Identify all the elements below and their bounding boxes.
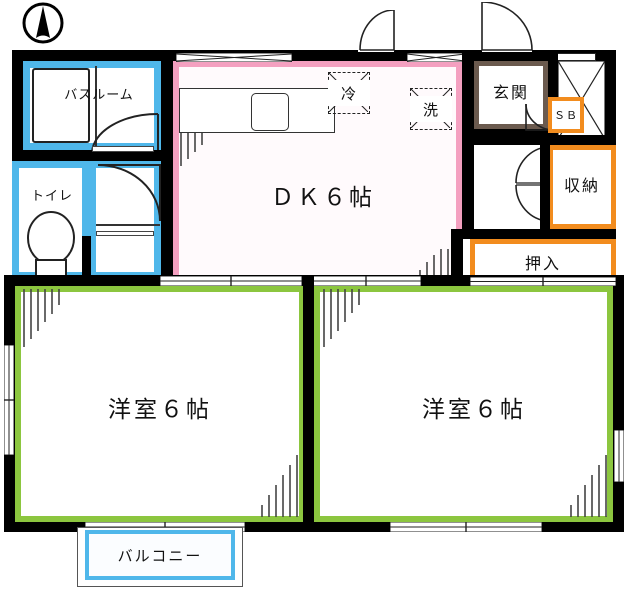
window-hall (407, 53, 465, 62)
label-storage: 収納 (563, 178, 600, 195)
interior-wall-entrance-bottom (462, 129, 548, 140)
interior-wall-wet-right (161, 50, 173, 285)
interior-wall-dk-closet (451, 229, 463, 285)
interior-wall-bath-toilet (12, 150, 161, 161)
washroom-door-arc (96, 163, 164, 225)
exterior-wall-top (12, 50, 616, 61)
room-balcony (85, 530, 235, 580)
label-toilet: トイレ (30, 187, 73, 203)
interior-wall-dk-closet-top (451, 229, 616, 239)
bathroom-threshold (92, 146, 154, 152)
sliding-door-left-bedroom (160, 276, 302, 286)
washroom-inner-divider (96, 224, 160, 226)
interior-wall-between-bedrooms (303, 275, 314, 532)
room-entrance (474, 61, 548, 129)
meter-box-sb (548, 97, 584, 133)
label-dk: ＤＫ６帖 (271, 184, 375, 210)
window-kitchen (176, 53, 292, 62)
door-arc-top-left (352, 10, 396, 52)
kitchen-sink (251, 93, 289, 131)
window-bedroom-right-side (614, 430, 624, 482)
interior-wall-storage-left (540, 135, 550, 235)
label-balcony: バルコニー (117, 547, 203, 565)
exterior-wall-right-lower (613, 285, 624, 532)
room-storage (548, 145, 616, 229)
interior-wall-porch-left (548, 50, 558, 140)
interior-wall-washroom-left (82, 236, 91, 279)
toilet-bowl-fixture (20, 210, 82, 278)
compass-north-icon (22, 2, 64, 44)
window-bedroom-left-side (4, 345, 14, 455)
bathroom-partition (95, 66, 97, 146)
bedroom-right-hatch-bottom (560, 455, 610, 517)
room-bedroom-left (15, 286, 305, 522)
bedroom-right-hatch-top (320, 289, 364, 351)
label-sb: ＳＢ (554, 110, 578, 122)
porch-top-opening (552, 53, 596, 61)
room-washroom (89, 161, 161, 279)
door-arc-entrance-outer (478, 2, 536, 52)
exterior-wall-bottom (4, 521, 624, 532)
bedroom-left-hatch-top (20, 289, 62, 351)
bedroom-left-hatch-bottom (253, 455, 301, 517)
kitchen-counter-hatch (177, 133, 211, 168)
washroom-threshold (96, 231, 154, 236)
bathtub-fixture (32, 68, 90, 143)
label-washer: 洗 (410, 96, 452, 122)
label-fridge: 冷 (328, 80, 370, 106)
label-closet: 押入 (524, 256, 561, 273)
sliding-door-closet (470, 277, 616, 286)
label-bathroom: バスルーム (64, 86, 134, 102)
sliding-door-right-bedroom (311, 276, 421, 286)
label-bedroom-left: 洋室６帖 (108, 396, 212, 422)
room-bedroom-right (314, 286, 613, 522)
label-entrance: 玄関 (492, 85, 529, 102)
window-bedroom-right-bottom (390, 522, 542, 532)
interior-wall-storage-top (462, 135, 616, 145)
label-bedroom-right: 洋室６帖 (422, 396, 526, 422)
